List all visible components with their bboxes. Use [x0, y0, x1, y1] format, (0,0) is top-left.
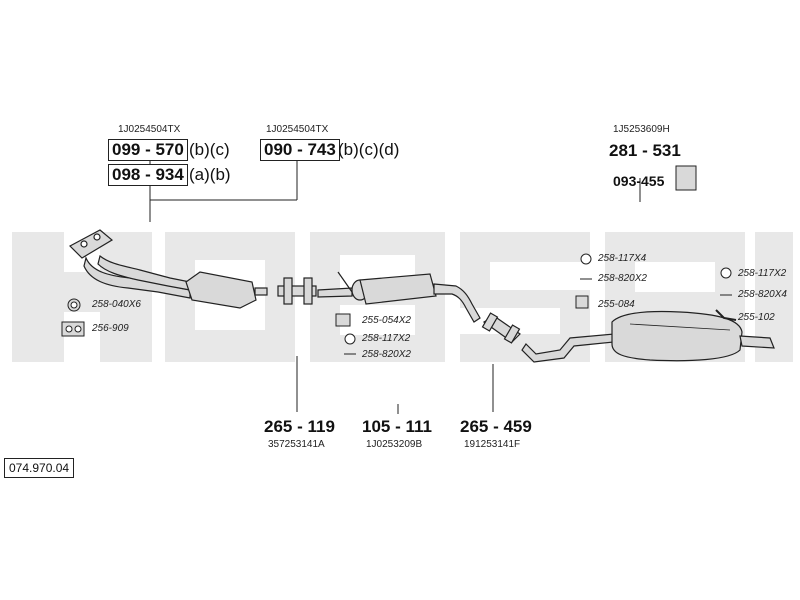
- catalytic-converter-drawing: [185, 271, 268, 309]
- hanger-icon: [715, 309, 737, 321]
- pipe-oem: 191253141F: [464, 439, 521, 450]
- front-pipe-part-2[interactable]: 098 - 934: [108, 164, 188, 186]
- ring-icon: [720, 267, 732, 279]
- mounting-kit-icon: [675, 165, 697, 191]
- rubber-mount-icon: [575, 295, 589, 309]
- accessory-icons: [61, 165, 737, 355]
- middle-silencer-drawing: [317, 271, 481, 323]
- clamp-drawing: [277, 277, 317, 305]
- accessory-label[interactable]: 255-054X2: [362, 315, 411, 326]
- accessory-label[interactable]: 258-820X2: [598, 273, 647, 284]
- pipe-part[interactable]: 265 - 459: [460, 417, 532, 436]
- accessory-label[interactable]: 256-909: [92, 323, 129, 334]
- mounting-kit-oem: 1J5253609H: [613, 124, 670, 135]
- accessory-label[interactable]: 258-117X4: [598, 253, 647, 264]
- pipe-part[interactable]: 105 - 111: [362, 417, 432, 436]
- accessory-label[interactable]: 258-820X2: [362, 349, 411, 360]
- accessory-label[interactable]: 258-040X6: [92, 299, 141, 310]
- accessory-label[interactable]: 255-102: [738, 312, 775, 323]
- clamp-icon: [335, 313, 351, 327]
- clamp-drawing: [481, 312, 521, 344]
- front-pipe-suffix-3: (b)(c)(d): [338, 140, 400, 159]
- accessory-label[interactable]: 258-117X2: [362, 333, 411, 344]
- pipe-oem: 357253141A: [268, 439, 325, 450]
- pipe-oem: 1J0253209B: [366, 439, 423, 450]
- accessory-label[interactable]: 255-084: [598, 299, 635, 310]
- diagram-number: 074.970.04: [4, 458, 75, 478]
- gasket-icon: [61, 321, 85, 337]
- mounting-kit-part[interactable]: 281 - 531: [609, 141, 681, 160]
- ring-icon: [580, 253, 592, 265]
- rear-silencer-drawing: [521, 310, 775, 363]
- front-pipe-suffix-1: (b)(c): [189, 140, 230, 159]
- ring-icon: [344, 333, 356, 345]
- accessory-label[interactable]: 258-117X2: [738, 268, 787, 279]
- front-pipe-oem-2: 1J0254504TX: [266, 124, 329, 135]
- accessory-label[interactable]: 258-820X4: [738, 289, 787, 300]
- pipe-part[interactable]: 265 - 119: [264, 417, 335, 436]
- front-pipe-part-3[interactable]: 090 - 743: [260, 139, 340, 161]
- front-pipe-suffix-2: (a)(b): [189, 165, 231, 184]
- front-pipe-oem-1: 1J0254504TX: [118, 124, 181, 135]
- front-pipe-part-1[interactable]: 099 - 570: [108, 139, 188, 161]
- mounting-kit-sub-part[interactable]: 093-455: [613, 173, 665, 189]
